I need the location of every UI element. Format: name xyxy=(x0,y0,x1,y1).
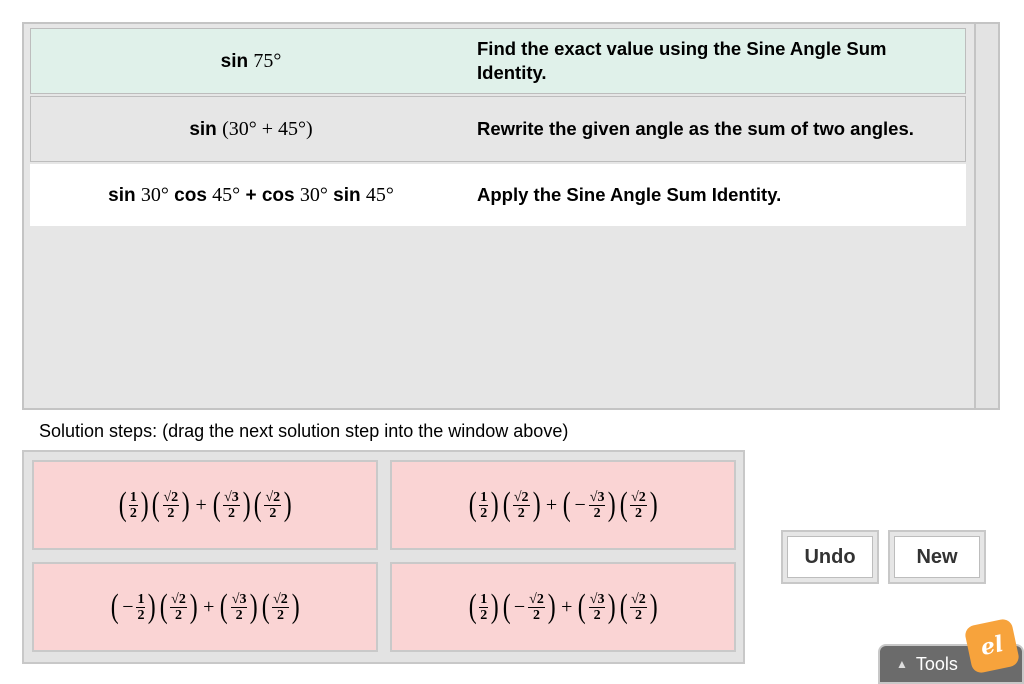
instructions-text: Solution steps: (drag the next solution … xyxy=(39,421,569,441)
step-expression: sin 75° xyxy=(220,49,282,72)
step-expression: sin 30° cos 45° + cos 30° sin 45° xyxy=(108,183,394,206)
new-button-frame: New xyxy=(888,530,986,584)
step-row: sin 75° Find the exact value using the S… xyxy=(30,28,966,94)
undo-button-frame: Undo xyxy=(781,530,879,584)
explorelearning-logo-icon: el xyxy=(963,617,1021,675)
work-window[interactable]: sin 75° Find the exact value using the S… xyxy=(22,22,976,410)
step-description: Rewrite the given angle as the sum of tw… xyxy=(477,118,914,139)
step-row: sin 30° cos 45° + cos 30° sin 45° Apply … xyxy=(30,164,966,226)
tools-label: Tools xyxy=(915,653,958,674)
new-button[interactable]: New xyxy=(894,536,980,578)
step-expression: sin (30° + 45°) xyxy=(189,117,313,140)
logo-text: el xyxy=(978,630,1006,662)
step-row: sin (30° + 45°) Rewrite the given angle … xyxy=(30,96,966,162)
step-description: Find the exact value using the Sine Angl… xyxy=(477,38,887,83)
step-description: Apply the Sine Angle Sum Identity. xyxy=(477,184,782,205)
work-window-scrollbar[interactable] xyxy=(976,22,1000,410)
triangle-up-icon: ▲ xyxy=(896,657,908,671)
undo-button[interactable]: Undo xyxy=(787,536,873,578)
